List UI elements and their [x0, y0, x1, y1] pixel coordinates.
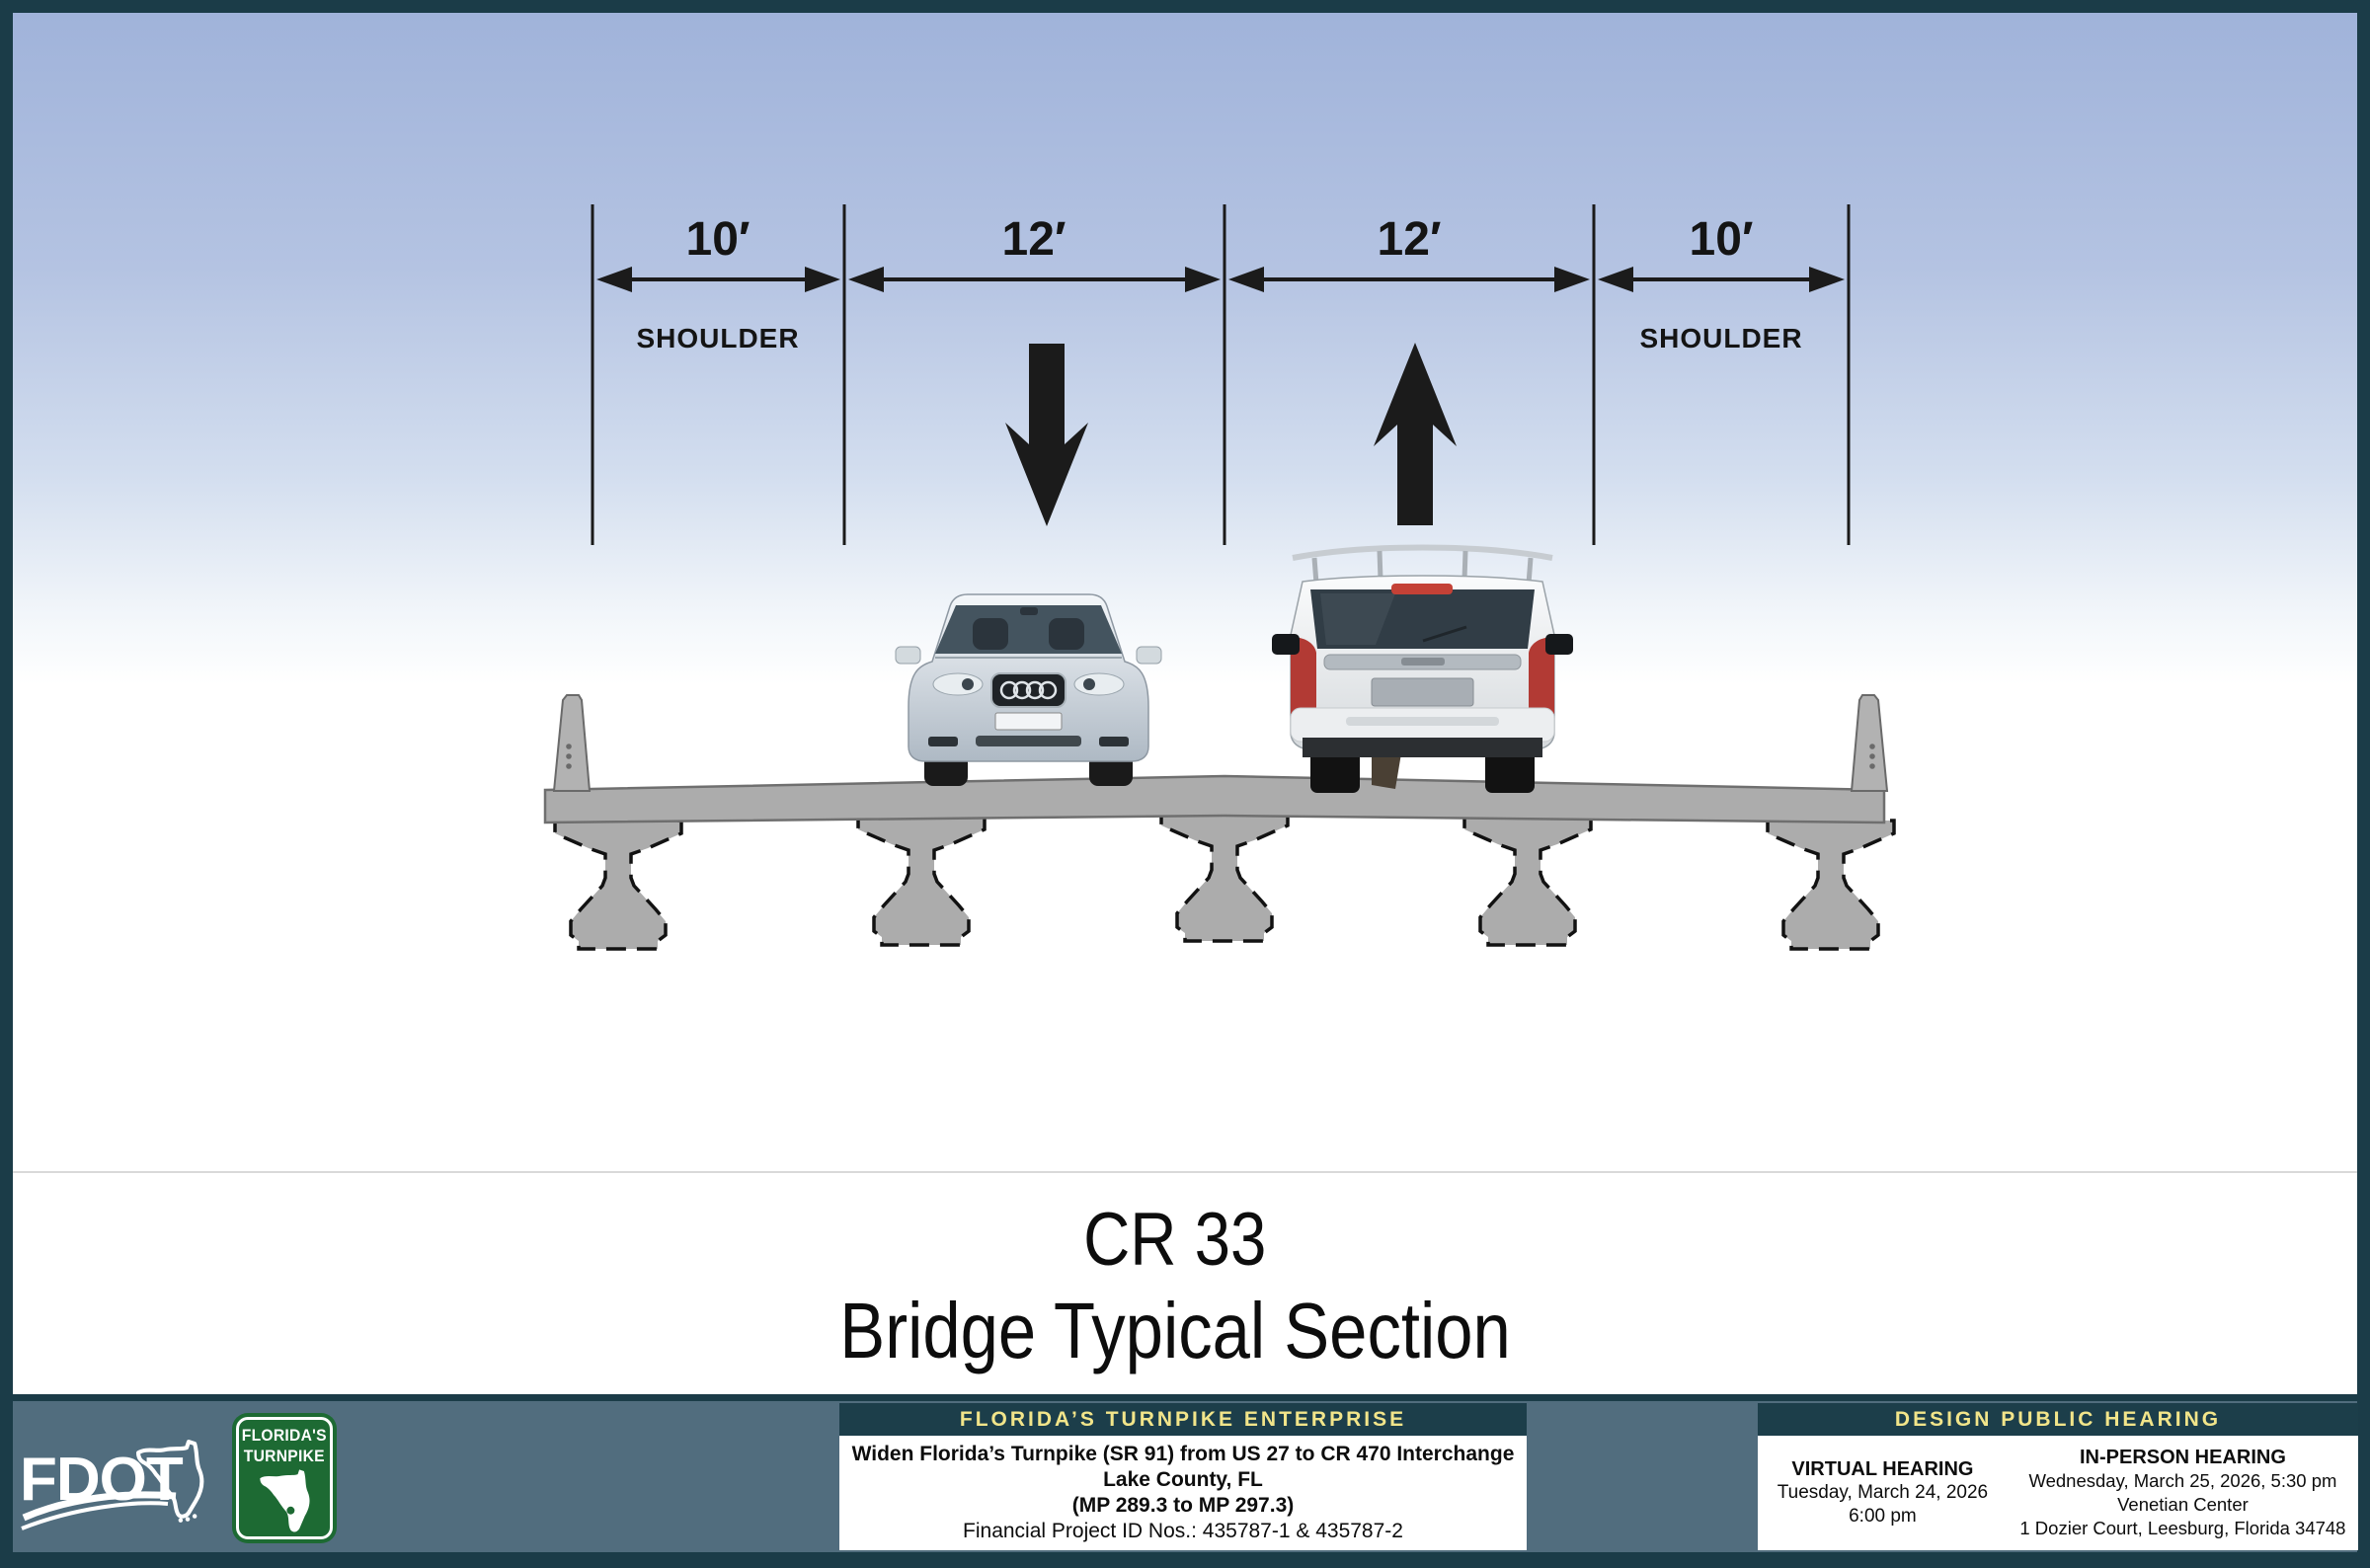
shield-florida-map-icon: [260, 1469, 310, 1532]
virtual-hearing-title: VIRTUAL HEARING: [1791, 1458, 1974, 1480]
project-info-panel: FLORIDA’S TURNPIKE ENTERPRISE Widen Flor…: [839, 1403, 1527, 1550]
fdot-logo: FDOT: [20, 1440, 204, 1530]
title-band: [13, 1171, 2357, 1394]
inperson-hearing-venue: Venetian Center: [2117, 1494, 2249, 1515]
suv-rear-view: [1272, 544, 1573, 793]
shield-text: FLORIDA'S TURNPIKE: [241, 1426, 328, 1465]
project-financial-ids: Financial Project ID Nos.: 435787-1 & 43…: [963, 1520, 1403, 1542]
footer-panel-strip: FDOT FLORIDA'S TURNPIKE: [13, 1401, 2358, 1552]
florida-turnpike-shield: FLORIDA'S TURNPIKE: [232, 1413, 337, 1543]
fdot-swoosh-icon: [21, 1491, 177, 1530]
sky-background: 10′ 12′ 12′ 10′ SHOULDER SHOULDER: [13, 13, 2357, 1171]
dimension-ticks: [591, 204, 1851, 545]
bridge-deck: [543, 774, 1886, 824]
title-section-name: Bridge Typical Section: [839, 1287, 1511, 1374]
hearing-info-panel: DESIGN PUBLIC HEARING VIRTUAL HEARING Tu…: [1758, 1403, 2358, 1550]
sedan-grille-rings-icon: [999, 680, 1058, 700]
dim-label-lane-right: 12′: [1378, 213, 1442, 266]
inperson-hearing-title: IN-PERSON HEARING: [2079, 1447, 2286, 1468]
footer-bar: FDOT FLORIDA'S TURNPIKE: [0, 1394, 2370, 1568]
inperson-hearing-date: Wednesday, March 25, 2026, 5:30 pm: [2028, 1470, 2337, 1491]
virtual-hearing-time: 6:00 pm: [1849, 1506, 1917, 1527]
project-mileposts: (MP 289.3 to MP 297.3): [1071, 1494, 1295, 1517]
florida-outline-icon: [136, 1440, 204, 1523]
inperson-hearing-address: 1 Dozier Court, Leesburg, Florida 34748: [2019, 1518, 2346, 1538]
sedan-front-view: [895, 593, 1162, 786]
shoulder-label-right: SHOULDER: [1639, 323, 1802, 353]
title-road-name: CR 33: [1083, 1198, 1267, 1282]
northbound-arrow-icon: [1374, 343, 1457, 525]
shield-inner-border: FLORIDA'S TURNPIKE: [236, 1417, 333, 1539]
hearing-panel-header: DESIGN PUBLIC HEARING: [1758, 1403, 2358, 1436]
southbound-arrow-icon: [1005, 344, 1088, 526]
bridge-parapets: [552, 694, 1889, 792]
project-county: Lake County, FL: [1103, 1468, 1263, 1491]
virtual-hearing-column: VIRTUAL HEARING Tuesday, March 24, 2026 …: [1758, 1457, 2008, 1529]
dim-label-shoulder-right: 10′: [1690, 213, 1754, 266]
drawing-title: CR 33 Bridge Typical Section: [0, 1203, 2350, 1371]
dimension-arrows: [596, 267, 1845, 292]
inperson-hearing-column: IN-PERSON HEARING Wednesday, March 25, 2…: [2008, 1446, 2358, 1540]
project-description: Widen Florida’s Turnpike (SR 91) from US…: [851, 1443, 1515, 1465]
bridge-typical-section-drawing: 10′ 12′ 12′ 10′ SHOULDER SHOULDER: [543, 204, 1896, 951]
bridge-girders: [553, 811, 1896, 951]
shoulder-label-left: SHOULDER: [636, 323, 799, 353]
project-panel-body: Widen Florida’s Turnpike (SR 91) from US…: [839, 1436, 1527, 1550]
hearing-panel-body: VIRTUAL HEARING Tuesday, March 24, 2026 …: [1758, 1436, 2358, 1550]
project-panel-header: FLORIDA’S TURNPIKE ENTERPRISE: [839, 1403, 1527, 1436]
virtual-hearing-date: Tuesday, March 24, 2026: [1777, 1482, 1989, 1503]
dim-label-lane-left: 12′: [1002, 213, 1066, 266]
dim-label-shoulder-left: 10′: [686, 213, 750, 266]
